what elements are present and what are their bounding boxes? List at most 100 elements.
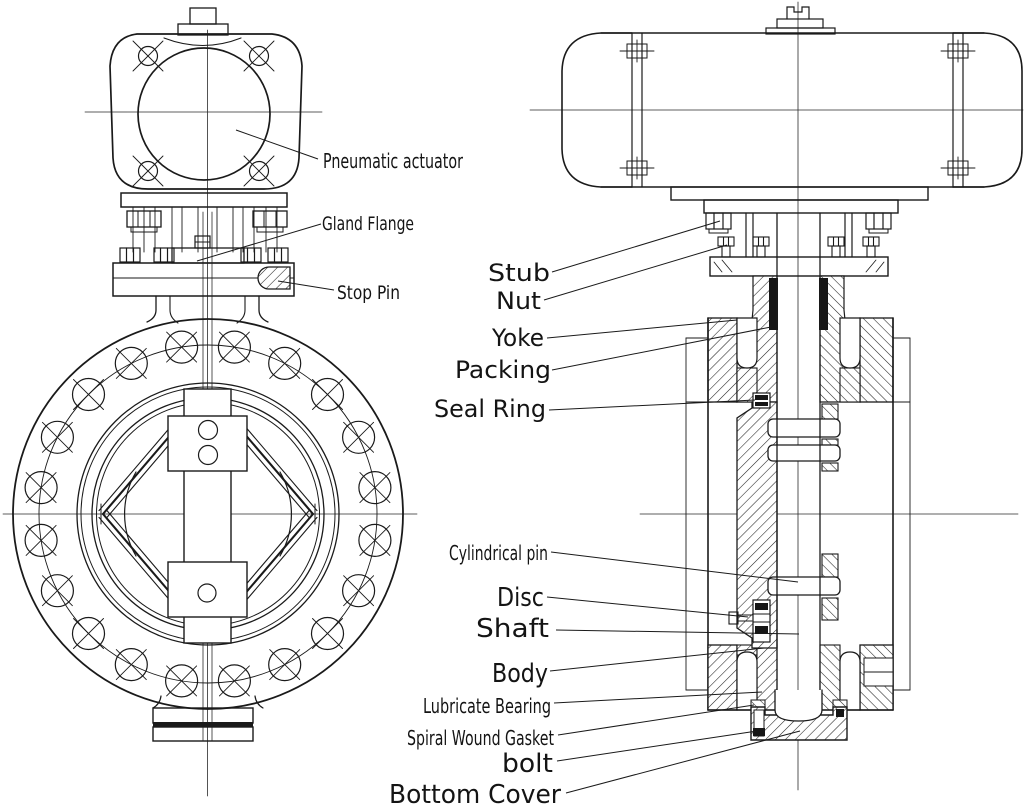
front-view <box>2 7 418 797</box>
label-shaft: Shaft <box>476 614 549 644</box>
valve-body-front <box>12 318 404 710</box>
actuator-cap-bolts <box>619 39 976 180</box>
leader-yoke <box>546 319 738 339</box>
section-view <box>529 1 1024 791</box>
leader-body <box>549 647 765 672</box>
labels: Pneumatic actuator Gland Flange Stop Pin… <box>322 149 561 807</box>
flange-bolt-hole <box>165 664 199 698</box>
label-bottom-cover: Bottom Cover <box>389 780 561 807</box>
hub-pins <box>197 419 219 603</box>
lower-seal-stack <box>752 599 771 643</box>
disc-spoke <box>101 512 175 598</box>
gasket-right <box>832 699 848 708</box>
label-yoke: Yoke <box>491 324 544 352</box>
label-cylindrical-pin: Cylindrical pin <box>449 541 548 565</box>
flange-bolt-hole <box>165 330 199 364</box>
flange-bolt-hole <box>310 616 345 651</box>
label-spiral-wound-gasket: Spiral Wound Gasket <box>407 726 554 750</box>
cylindrical-pin-lower <box>767 576 841 596</box>
flange-bolt-hole <box>217 330 251 364</box>
disc-spoke <box>246 428 318 512</box>
leader-lubricate-bearing <box>553 691 763 704</box>
flange-bolt-hole <box>71 616 106 651</box>
label-pneumatic-actuator: Pneumatic actuator <box>323 149 464 173</box>
flange-bolt-holes <box>24 330 392 698</box>
gland-stud-nuts <box>119 247 289 263</box>
cover-bolt <box>753 709 844 737</box>
disc-spoke <box>106 510 178 594</box>
leader-packing <box>551 326 772 371</box>
disc-side-bolt <box>728 611 753 625</box>
gland-studs <box>717 236 880 258</box>
disc-spoke <box>241 512 315 598</box>
flange-bolt-hole <box>268 346 302 380</box>
label-stub: Stub <box>488 259 550 287</box>
leader-nut <box>543 244 728 301</box>
flange-bolt-hole <box>342 574 376 608</box>
leader-pneumatic-actuator <box>235 129 319 160</box>
leader-bolt <box>556 730 758 762</box>
packing-left <box>769 278 778 330</box>
section-centerlines <box>529 1 1024 791</box>
stop-pin-shape <box>257 266 291 290</box>
stub-nuts <box>705 212 892 258</box>
leader-gland-flange <box>196 223 322 262</box>
leader-stub <box>551 220 721 273</box>
flange-bolt-hole <box>358 471 392 505</box>
flange-bolt-hole <box>71 377 106 412</box>
actuator-corner-bolts <box>132 40 275 187</box>
flange-bolt-hole <box>268 647 302 682</box>
label-disc: Disc <box>497 583 544 613</box>
leader-disc <box>546 596 749 618</box>
leader-stop-pin <box>277 280 335 291</box>
label-stop-pin: Stop Pin <box>337 282 400 304</box>
pneumatic-actuator-front <box>109 7 303 190</box>
leader-spiral-wound-gasket <box>557 704 755 736</box>
leader-cylindrical-pin <box>550 551 799 583</box>
flange-bolt-hole <box>342 420 376 454</box>
disc-spoke <box>238 434 310 518</box>
gland-flange-section <box>709 236 889 277</box>
flange-bolt-hole <box>24 523 58 558</box>
seal-ring <box>752 392 771 409</box>
leader-bottom-cover <box>565 730 801 794</box>
flange-bolt-hole <box>40 574 75 608</box>
flange-bolt-hole <box>310 377 345 412</box>
packing-right <box>819 278 828 330</box>
disc-spoke <box>106 434 178 518</box>
flange-bolt-hole <box>217 664 251 698</box>
gland-ribs <box>132 206 278 253</box>
disc-front <box>98 388 318 644</box>
disc-spokes <box>98 428 318 600</box>
pneumatic-actuator-section <box>561 6 1023 214</box>
leader-seal-ring <box>548 399 756 411</box>
flange-bolt-hole <box>358 523 392 558</box>
flange-bolt-hole <box>24 471 58 505</box>
label-nut: Nut <box>496 287 541 315</box>
disc-spoke <box>101 430 175 516</box>
cylindrical-pins <box>767 418 841 596</box>
bottom-cover-front <box>152 695 264 742</box>
gland-assembly-front <box>112 192 295 324</box>
disc-spoke <box>241 430 315 516</box>
label-lubricate-bearing: Lubricate Bearing <box>423 694 551 718</box>
disc-spoke <box>98 428 170 512</box>
label-seal-ring: Seal Ring <box>434 395 546 423</box>
disc-spoke <box>246 516 318 600</box>
flange-bolt-hole <box>114 647 148 682</box>
label-gland-flange: Gland Flange <box>322 213 414 235</box>
label-packing: Packing <box>455 356 551 384</box>
disc-spoke <box>98 516 170 600</box>
flange-bolt-hole <box>114 346 148 380</box>
label-body: Body <box>492 659 548 689</box>
yoke-plate-front <box>112 262 295 297</box>
gasket-left <box>750 699 766 708</box>
body-section <box>685 275 911 711</box>
leader-lines <box>196 129 801 794</box>
leader-shaft <box>555 629 800 635</box>
disc-spoke <box>238 510 310 594</box>
label-bolt: bolt <box>502 749 553 779</box>
pin-bosses <box>821 403 839 621</box>
